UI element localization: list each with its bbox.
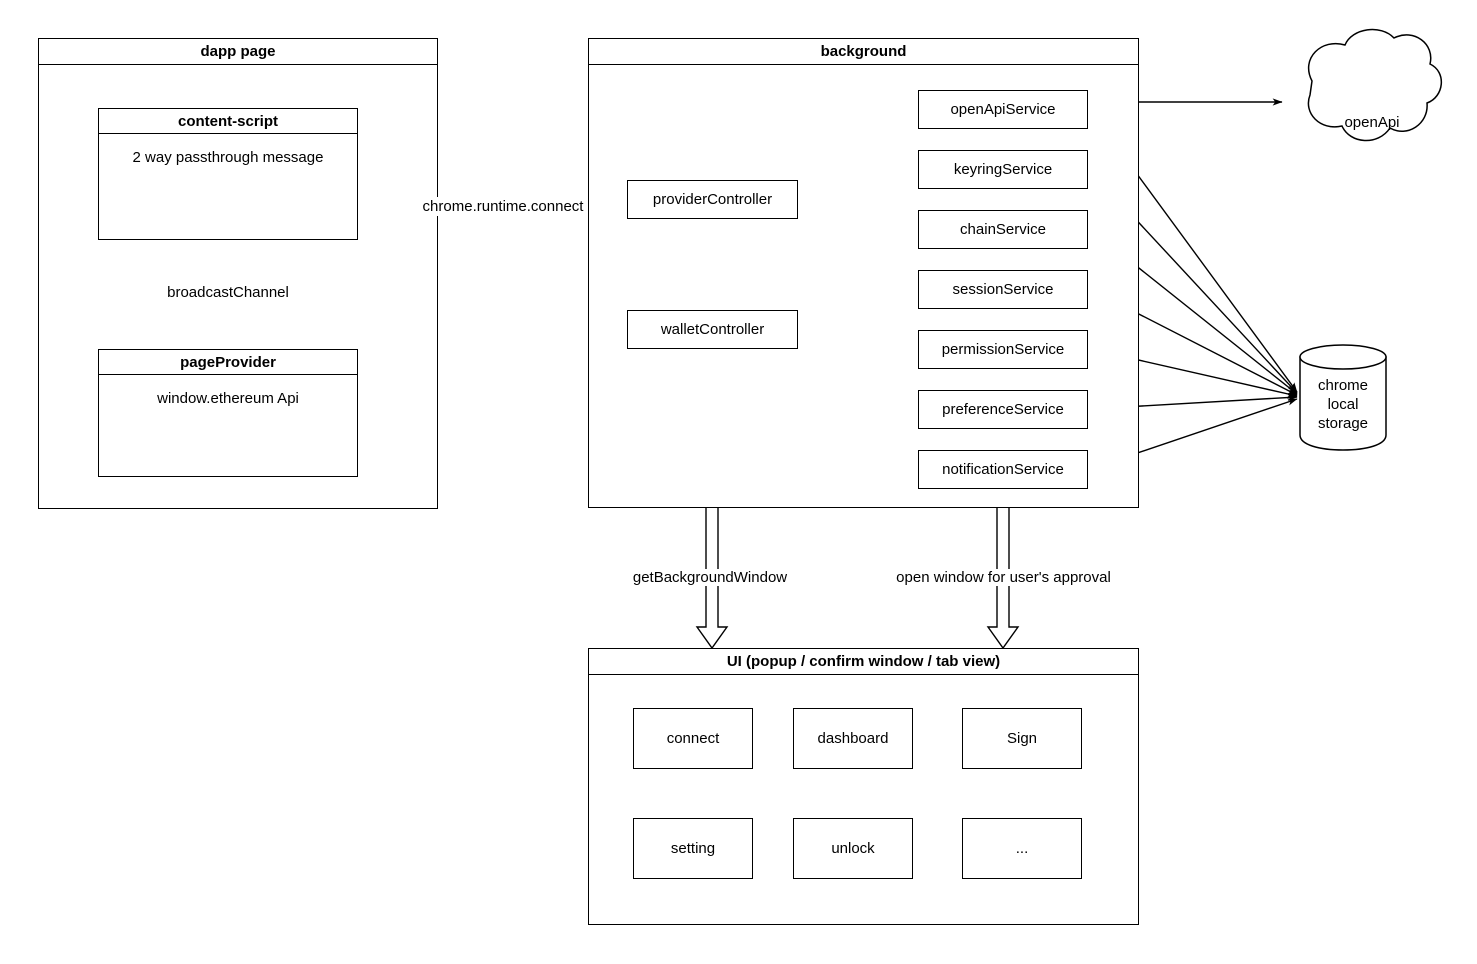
cloud-icon — [1307, 28, 1442, 142]
box-page-provider-body: window.ethereum Api — [157, 390, 299, 407]
node-chain-service-label: chainService — [960, 221, 1046, 238]
box-content-script-title: content-script — [99, 109, 357, 134]
node-permission-service[interactable]: permissionService — [918, 330, 1088, 369]
node-chain-service[interactable]: chainService — [918, 210, 1088, 249]
node-open-api-service[interactable]: openApiService — [918, 90, 1088, 129]
ui-button-sign-label: Sign — [1006, 730, 1038, 747]
edge-label-get-background-window: getBackgroundWindow — [600, 569, 820, 586]
ui-button-setting[interactable]: setting — [633, 818, 753, 879]
box-content-script[interactable]: content-script 2 way passthrough message — [98, 108, 358, 240]
panel-ui: UI (popup / confirm window / tab view) — [588, 648, 1139, 925]
ui-button-dashboard[interactable]: dashboard — [793, 708, 913, 769]
node-provider-controller-label: providerController — [652, 191, 773, 208]
node-notification-service[interactable]: notificationService — [918, 450, 1088, 489]
database-cylinder-body — [1299, 356, 1387, 451]
node-open-api-service-label: openApiService — [950, 101, 1056, 118]
panel-background-title: background — [589, 39, 1138, 65]
ui-button-unlock[interactable]: unlock — [793, 818, 913, 879]
node-notification-service-label: notificationService — [942, 461, 1064, 478]
ui-button-unlock-label: unlock — [831, 840, 875, 857]
database-cylinder-top — [1299, 344, 1387, 370]
node-keyring-service-label: keyringService — [953, 161, 1053, 178]
label-chrome-local-storage-line2: local — [1327, 396, 1359, 413]
label-chrome-local-storage: chrome local storage — [1293, 376, 1393, 433]
edge-label-open-window-approval: open window for user's approval — [866, 569, 1141, 586]
panel-dapp-page-title: dapp page — [39, 39, 437, 65]
ui-button-connect[interactable]: connect — [633, 708, 753, 769]
label-chrome-local-storage-line1: chrome — [1317, 377, 1369, 394]
box-content-script-body: 2 way passthrough message — [132, 149, 324, 166]
edge-label-chrome-runtime-connect: chrome.runtime.connect — [408, 197, 598, 216]
node-wallet-controller[interactable]: walletController — [627, 310, 798, 349]
ui-button-setting-label: setting — [670, 840, 716, 857]
node-provider-controller[interactable]: providerController — [627, 180, 798, 219]
ui-button-dashboard-label: dashboard — [817, 730, 889, 747]
block-arrow-open-window-approval — [986, 487, 1020, 650]
ui-button-more[interactable]: ... — [962, 818, 1082, 879]
ui-button-connect-label: connect — [666, 730, 720, 747]
box-page-provider-title: pageProvider — [99, 350, 357, 375]
node-preference-service[interactable]: preferenceService — [918, 390, 1088, 429]
node-preference-service-label: preferenceService — [942, 401, 1064, 418]
node-session-service-label: sessionService — [952, 281, 1054, 298]
ui-button-sign[interactable]: Sign — [962, 708, 1082, 769]
box-page-provider[interactable]: pageProvider window.ethereum Api — [98, 349, 358, 477]
ui-button-more-label: ... — [1015, 840, 1029, 857]
node-keyring-service[interactable]: keyringService — [918, 150, 1088, 189]
node-permission-service-label: permissionService — [941, 341, 1065, 358]
label-open-api-cloud: openApi — [1344, 114, 1400, 131]
node-wallet-controller-label: walletController — [660, 321, 765, 338]
edge-label-broadcast-channel: broadcastChannel — [138, 283, 318, 303]
node-session-service[interactable]: sessionService — [918, 270, 1088, 309]
panel-ui-title: UI (popup / confirm window / tab view) — [589, 649, 1138, 675]
label-chrome-local-storage-line3: storage — [1317, 415, 1369, 432]
